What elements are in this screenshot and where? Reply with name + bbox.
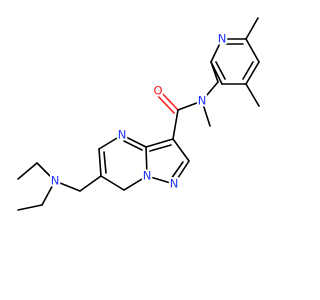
bond-py-c3-c2-outer [210,61,223,85]
bond-py-c6-methyl [245,17,259,40]
bond-c2-n1-double-inner [170,161,184,180]
atom-label-o-carbonyl: O [153,84,162,98]
bond-c7-c6 [100,175,125,191]
bond-carbonyl-c-n-amide [177,100,203,111]
bond-n-amide-methyl [201,100,211,127]
bond-py-c5-c4-inner [242,61,254,80]
bond-linker-ch2-ring [79,175,102,192]
bond-py-c3-c2-inner [215,61,226,80]
molecule-structure-diagram: N N N O N N N [17,17,260,211]
bond-layer [17,17,260,211]
bond-py-c5-c4-outer [245,61,260,85]
bond-c2-n1-double-outer [173,160,190,185]
atom-label-n-amide: N [198,94,207,108]
atom-label-layer: N N N O N N N [49,30,229,193]
bond-n4-c3a-inner [123,140,143,151]
bond-c3a-c3-inner [149,144,172,152]
bond-c6-c5-double-outer [98,148,102,177]
bond-py-c2-n1 [210,38,223,63]
bond-carbonyl-co-double-outer [158,89,179,111]
bond-ethyl-1-ch2-n [36,162,56,182]
bond-n7a-c7 [123,175,148,191]
bond-c3-carbonyl-c [172,109,179,140]
bond-n1-n7a [146,175,175,185]
bond-n-ethyl-2-ch2 [41,180,56,206]
bond-carbonyl-co-double-inner [155,93,175,114]
atom-label-n-pyrimidine: N [118,128,127,142]
bond-ethyl-2-ch2-ch3 [17,204,43,211]
atom-label-n-bridge: N [143,169,152,183]
bond-c3a-n7a [145,146,148,177]
bond-n4-c3a-outer [121,134,147,148]
bond-py-c4-methyl [245,83,260,107]
bond-c6-c5-double-inner [103,151,107,174]
atom-label-n-amine: N [51,174,60,188]
atom-label-n-pyridine: N [218,32,227,46]
bond-ethyl-1-ch3-ch2 [17,162,38,180]
bond-c3a-c3-outer [145,138,174,148]
atom-label-n-pyrazole: N [170,177,179,191]
bond-c5-n4 [98,134,123,150]
bond-c3-c2 [172,138,190,162]
bond-n-amide-ch2 [201,81,219,102]
bond-py-c6-c5 [245,38,260,63]
bond-n-linker-ch2 [54,180,81,192]
